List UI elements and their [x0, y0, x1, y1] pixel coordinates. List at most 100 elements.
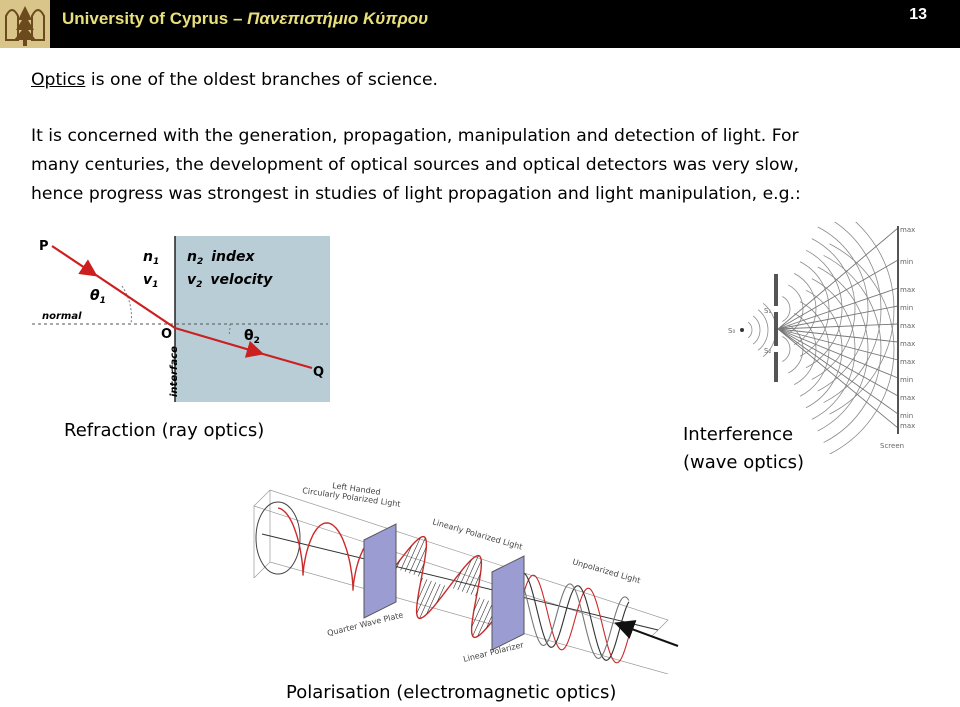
fringe-label: max — [900, 394, 915, 402]
interference-diagram: S₀ S₁ S₂ max min max min max max max min… — [728, 222, 915, 454]
fringe-ray — [777, 328, 899, 343]
fringe-ray — [777, 328, 899, 415]
interference-caption: Interference (wave optics) — [683, 421, 804, 477]
fringe-label: max — [900, 226, 915, 234]
incident-ray — [51, 245, 98, 277]
wavefront-arc — [747, 321, 753, 339]
fringe-label: max — [900, 340, 915, 348]
wavefront-arc — [793, 272, 817, 346]
wave-hatch — [417, 579, 428, 601]
wave-hatch — [475, 591, 478, 597]
point-o-label: O — [161, 327, 172, 342]
fringe-ray — [777, 328, 899, 361]
fringe-label: max — [900, 422, 915, 430]
slit-2 — [774, 346, 778, 352]
wavefront-arc — [793, 312, 817, 386]
v1-label: v1 — [143, 272, 158, 290]
n1-label: n1 — [143, 249, 159, 267]
wavefront-arc — [752, 315, 761, 345]
wavefront-arc — [817, 226, 869, 392]
wavefronts-group — [747, 222, 899, 454]
wave-hatch — [417, 562, 425, 577]
normal-label: normal — [42, 311, 82, 322]
theta1-arc — [121, 285, 132, 325]
wave-hatch — [426, 583, 441, 615]
fringe-ray — [777, 328, 899, 379]
wavefront-arc — [799, 261, 830, 357]
wave-hatch — [413, 546, 427, 575]
incident-ray — [89, 270, 176, 329]
fringe-label: max — [900, 358, 915, 366]
screen-label: Screen — [880, 442, 904, 450]
fringe-label: max — [900, 322, 915, 330]
refracted-ray — [174, 326, 265, 358]
fringe-label: min — [900, 304, 913, 312]
wave-hatch — [395, 559, 401, 569]
wave-hatch — [404, 537, 421, 572]
unpolarized-label: Unpolarized Light — [571, 557, 641, 585]
fringe-ray — [777, 323, 899, 330]
slide-number: 13 — [909, 6, 927, 23]
wave-hatch — [471, 599, 485, 628]
interference-caption-line: (wave optics) — [683, 452, 805, 473]
body-paragraph: It is concerned with the generation, pro… — [31, 122, 801, 209]
wavefront-arc — [829, 243, 895, 454]
interface-label: interface — [169, 346, 180, 397]
wave-hatch — [457, 559, 472, 591]
medium-2-region — [175, 236, 330, 402]
wavefront-arc — [805, 289, 843, 409]
theta2-arc — [228, 323, 231, 336]
fringe-label: max — [900, 286, 915, 294]
fringe-ray — [777, 287, 899, 330]
fringe-ray — [777, 305, 899, 330]
wavefront-arc — [782, 336, 791, 362]
point-q-label: Q — [313, 365, 324, 380]
fringe-ray — [777, 328, 899, 429]
propagation-arrow — [614, 620, 679, 647]
fringe-label: min — [900, 258, 913, 266]
wave-hatch — [470, 573, 481, 595]
fringe-label: min — [900, 376, 913, 384]
header-title-greek: Πανεπιστήμιο Κύπρου — [247, 9, 429, 28]
wave-hatch — [477, 602, 494, 637]
wavefront-arc — [811, 238, 856, 380]
wave-hatch — [400, 545, 412, 571]
paragraph-line: many centuries, the development of optic… — [31, 155, 800, 175]
point-p-label: P — [39, 239, 49, 254]
polarisation-caption: Polarisation (electromagnetic optics) — [286, 682, 617, 703]
wave-hatch — [461, 555, 479, 592]
quarter-wave-plate — [363, 523, 397, 619]
intro-sentence-rest: is one of the oldest branches of science… — [85, 70, 438, 90]
slit2-label: S₂ — [764, 347, 771, 355]
wave-hatch — [420, 577, 423, 583]
wavefront-arc — [799, 301, 830, 397]
linear-wave — [393, 535, 502, 639]
header-title-separator: – — [228, 9, 248, 28]
polarisation-diagram: Left Handed Circularly Polarized Light L… — [253, 481, 679, 674]
paragraph-line: hence progress was strongest in studies … — [31, 184, 801, 204]
slit1-label: S₁ — [764, 307, 771, 315]
fringe-label: min — [900, 412, 913, 420]
optics-link[interactable]: Optics — [31, 70, 86, 90]
paragraph-line: It is concerned with the generation, pro… — [31, 126, 799, 146]
refraction-caption: Refraction (ray optics) — [64, 420, 265, 441]
intro-sentence: Optics is one of the oldest branches of … — [31, 66, 438, 95]
linear-polarizer — [491, 555, 525, 651]
wavefront-arc — [805, 249, 843, 369]
theta2-label: θ2 — [244, 328, 260, 346]
header-title: University of Cyprus – Πανεπιστήμιο Κύπρ… — [62, 9, 428, 29]
fringe-ray — [777, 328, 899, 397]
wave-hatch — [453, 571, 462, 589]
header-title-english: University of Cyprus — [62, 9, 229, 28]
source-label: S₀ — [728, 327, 735, 335]
wavefront-arc — [788, 324, 804, 374]
wavefront-arc — [811, 278, 856, 420]
slide-header: University of Cyprus – Πανεπιστήμιο Κύπρ… — [0, 0, 960, 48]
wavefront-arc — [817, 266, 869, 432]
wavefront-arc — [823, 255, 882, 443]
wave-hatch — [436, 585, 445, 603]
unpolarized-wave — [519, 572, 630, 661]
